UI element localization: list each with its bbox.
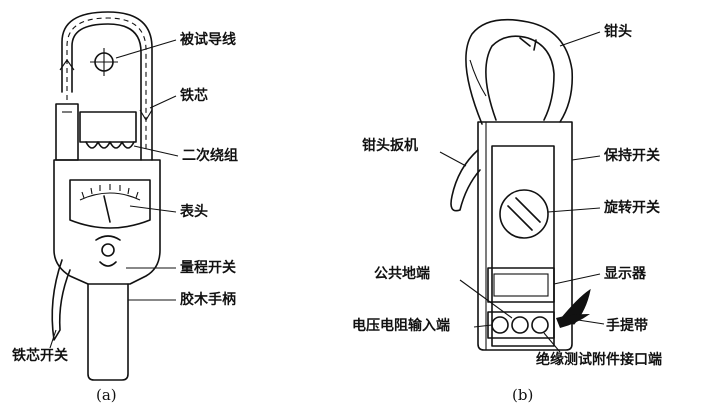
clamp-trigger <box>450 149 481 212</box>
display-window <box>487 267 555 303</box>
flux-path <box>66 17 147 150</box>
caption-b: (b) <box>512 386 533 404</box>
meter-body-b <box>477 121 573 351</box>
front-panel <box>491 145 555 347</box>
flux-arrow-up <box>59 59 75 71</box>
label-secondary-winding: 二次绕组 <box>182 147 238 164</box>
range-switch-knob <box>95 235 121 267</box>
label-rotary-switch: 旋转开关 <box>603 199 660 216</box>
label-display: 显示器 <box>604 266 647 282</box>
label-iron-core: 铁芯 <box>180 87 208 104</box>
meter-head-dial <box>69 179 151 229</box>
label-common-ground: 公共地端 <box>374 265 430 282</box>
label-clamp-head: 钳头 <box>604 23 632 40</box>
clamp-head <box>465 18 574 125</box>
label-hand-strap: 手提带 <box>606 317 648 334</box>
input-jacks <box>487 311 555 339</box>
core-switch-lever <box>51 259 71 341</box>
clamp-jaw-inner <box>71 23 142 161</box>
figure-a-clamp-meter <box>49 11 179 381</box>
rotary-switch-knob <box>499 189 549 239</box>
winding-core <box>79 111 137 143</box>
meter-body <box>53 159 161 285</box>
label-meter-head: 表头 <box>179 203 208 220</box>
label-core-switch: 铁芯开关 <box>12 347 68 364</box>
label-hold-switch: 保持开关 <box>603 147 660 164</box>
label-voltage-resistance-input: 电压电阻输入端 <box>352 317 450 334</box>
flux-arrow-down <box>139 109 153 122</box>
clamp-jaw-outer <box>61 11 153 161</box>
bakelite-handle <box>87 283 129 381</box>
label-clamp-trigger: 钳头扳机 <box>362 137 418 154</box>
label-wire-under-test: 被试导线 <box>180 31 236 48</box>
label-range-switch: 量程开关 <box>180 259 236 276</box>
figure-b-digital-clamp-meter <box>439 18 605 353</box>
label-bakelite-handle: 胶木手柄 <box>180 291 236 308</box>
caption-a: (a) <box>96 386 117 404</box>
secondary-winding-coil <box>85 141 135 149</box>
wire-under-test-symbol <box>90 48 118 76</box>
label-insulation-test-port: 绝缘测试附件接口端 <box>536 351 662 368</box>
